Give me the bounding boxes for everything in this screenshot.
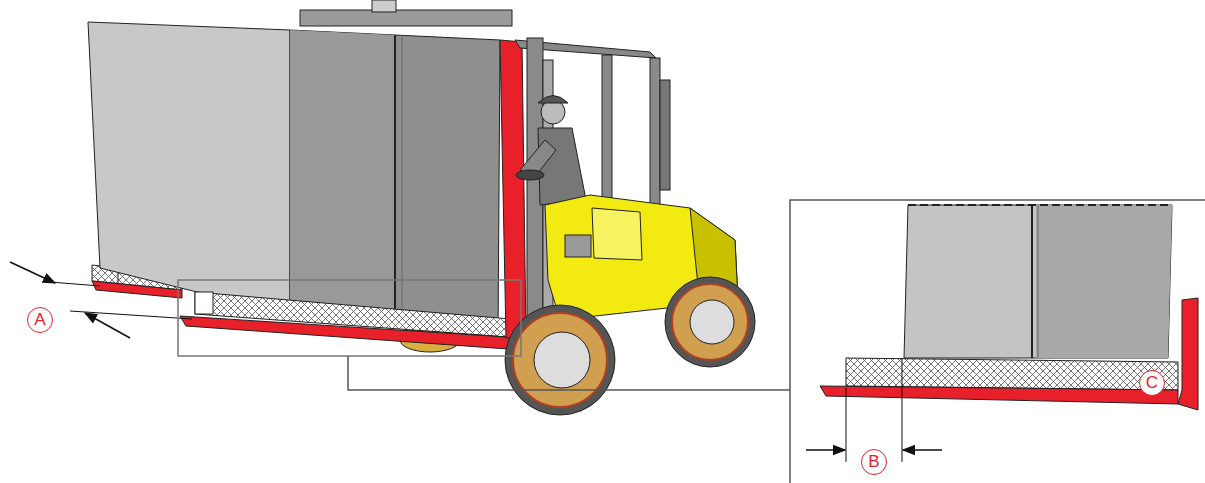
steering-wheel <box>516 170 544 180</box>
pallet-block <box>195 292 213 314</box>
load-seam <box>402 35 403 327</box>
load-seam <box>1038 205 1039 358</box>
seat-block <box>565 235 591 257</box>
rear-wheel <box>665 277 755 367</box>
callout-letter: B <box>861 449 887 475</box>
fork-upright <box>500 40 526 338</box>
top-rim <box>300 10 512 26</box>
detail-frame <box>178 280 521 356</box>
driver-head <box>541 100 565 124</box>
pallet-detail <box>846 358 1178 390</box>
load-shade <box>290 30 395 326</box>
callout-letter: A <box>27 307 53 333</box>
load-seam <box>1031 205 1033 358</box>
extension-line <box>846 388 847 462</box>
inset-border <box>790 200 1205 483</box>
dimension-arrow <box>806 449 845 451</box>
load-seam <box>394 35 396 326</box>
dimension-arrow <box>903 449 942 451</box>
cut-line <box>908 204 1172 206</box>
guard-post <box>602 55 612 205</box>
top-box <box>372 0 396 12</box>
dimension-arrow <box>85 313 130 338</box>
extension-line <box>70 311 192 319</box>
hub <box>690 300 734 344</box>
extension-line <box>50 282 100 286</box>
guard-post <box>650 58 660 208</box>
guard-post <box>660 80 670 190</box>
tire-stripe <box>513 313 607 407</box>
load-side <box>88 22 290 315</box>
tire-stripe <box>672 284 748 360</box>
leader-line <box>348 356 790 390</box>
extension-line <box>902 358 903 462</box>
fork <box>180 316 522 350</box>
load-front <box>290 30 500 338</box>
fork-detail <box>820 386 1178 404</box>
load-detail <box>904 205 1172 358</box>
fork-upright-detail <box>1178 298 1198 410</box>
hub <box>534 332 590 388</box>
dimension-arrow <box>10 262 55 283</box>
callout-letter: C <box>1139 370 1165 396</box>
driver-cap <box>538 96 568 104</box>
load-shade <box>1036 205 1172 358</box>
body-panel <box>592 208 642 260</box>
